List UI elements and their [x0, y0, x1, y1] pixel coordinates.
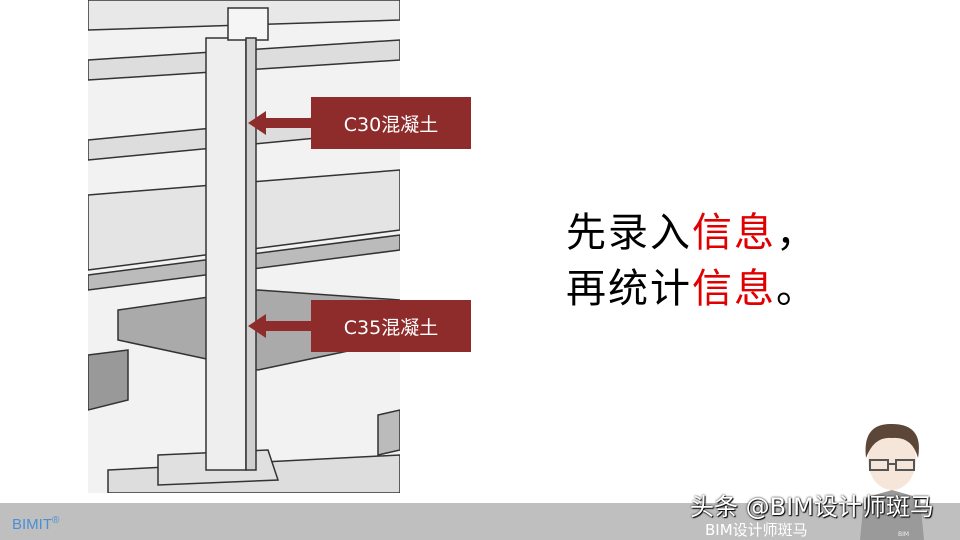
building-model-image [88, 0, 400, 493]
registered-mark: ® [52, 515, 60, 526]
slogan-text: 先录入 [566, 210, 692, 256]
watermark: 头条 @BIM设计师斑马 [690, 493, 934, 521]
slogan-text: 再统计 [566, 266, 692, 312]
brand-text: BIMIT [12, 516, 52, 533]
slogan: 先录入信息， 再统计信息。 [566, 205, 818, 317]
label-c30-concrete: C30混凝土 [311, 97, 471, 149]
arrow-left-icon [248, 111, 311, 135]
brand-logo: BIMIT® [12, 512, 59, 534]
footer-bar: BIMIT® [0, 503, 960, 540]
slogan-highlight: 信息 [692, 210, 776, 256]
slogan-highlight: 信息 [692, 266, 776, 312]
avatar-badge: BIM [898, 531, 909, 538]
arrow-left-icon [248, 314, 311, 338]
avatar: BIM [860, 423, 924, 540]
label-c35-concrete: C35混凝土 [311, 300, 471, 352]
sub-watermark: BIM设计师斑马 [705, 521, 808, 539]
slogan-punct: 。 [776, 266, 818, 312]
slogan-punct: ， [776, 210, 818, 256]
